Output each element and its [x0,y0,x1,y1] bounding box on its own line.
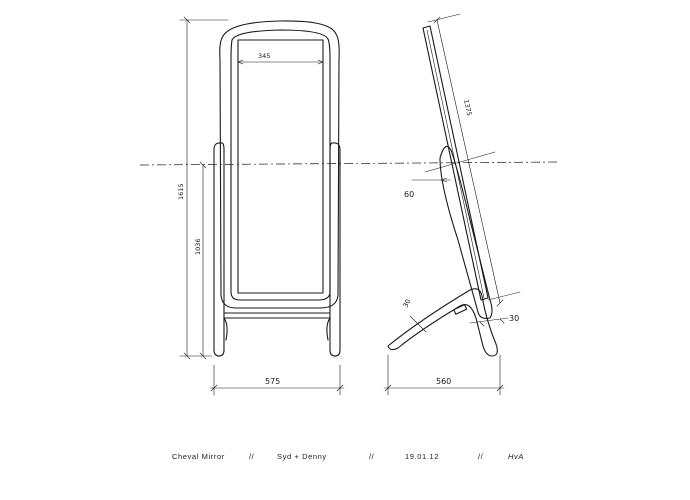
side-base-foot [387,288,498,357]
dim-line-1375 [436,19,501,304]
dim-ticks-1036 [199,161,207,360]
dim-label-base-width: 575 [265,377,280,386]
front-right-upright [329,142,341,357]
dim-label-mirror-length: 1375 [462,99,473,117]
dim-ticks-1375 [433,16,504,307]
dim-label-overall-height: 1615 [177,183,185,200]
dim-label-base-depth: 560 [436,377,451,386]
title-block-date: 19.01.12 [405,452,439,461]
dim-line-foot-a [409,315,427,333]
dim-ticks-1615 [183,16,191,360]
pivot-centerline [139,161,561,166]
dim-arrows-345 [237,59,324,65]
title-block-sep-3: // [478,452,484,461]
side-mirror [422,25,489,301]
side-upright [439,145,493,319]
dim-line-foot-b [469,317,509,324]
side-pivot-line [424,151,496,173]
dim-label-lower-height: 1036 [194,238,202,255]
dim-ticks-560 [384,384,504,392]
side-view [383,13,521,396]
title-block-initials: HvA [508,452,524,461]
mirror-inner-frame [230,29,331,301]
dim-ext-mirror-top [427,13,461,23]
dim-ext-mirror-bottom [487,291,521,301]
dim-ticks-foot-b [479,318,505,327]
title-block-sep-1: // [249,452,255,461]
front-bottom-rail [223,312,331,341]
dim-ticks-575 [210,384,344,392]
front-view [179,16,345,396]
side-foot-slot [453,304,468,315]
dim-label-mirror-width: 345 [258,52,270,60]
title-block-sep-2: // [369,452,375,461]
dim-label-foot-a: 30 [402,298,413,309]
dim-arrow-60 [440,177,448,183]
title-block-client: Syd + Denny [277,452,327,461]
mirror-outer-frame [219,20,340,309]
title-block: Cheval Mirror // Syd + Denny // 19.01.12… [172,452,524,461]
dim-label-foot-b: 30 [509,314,519,323]
dim-label-pivot: 60 [404,190,414,199]
front-left-upright [213,142,225,357]
mirror-glass [237,39,324,294]
title-block-title: Cheval Mirror [172,452,225,461]
